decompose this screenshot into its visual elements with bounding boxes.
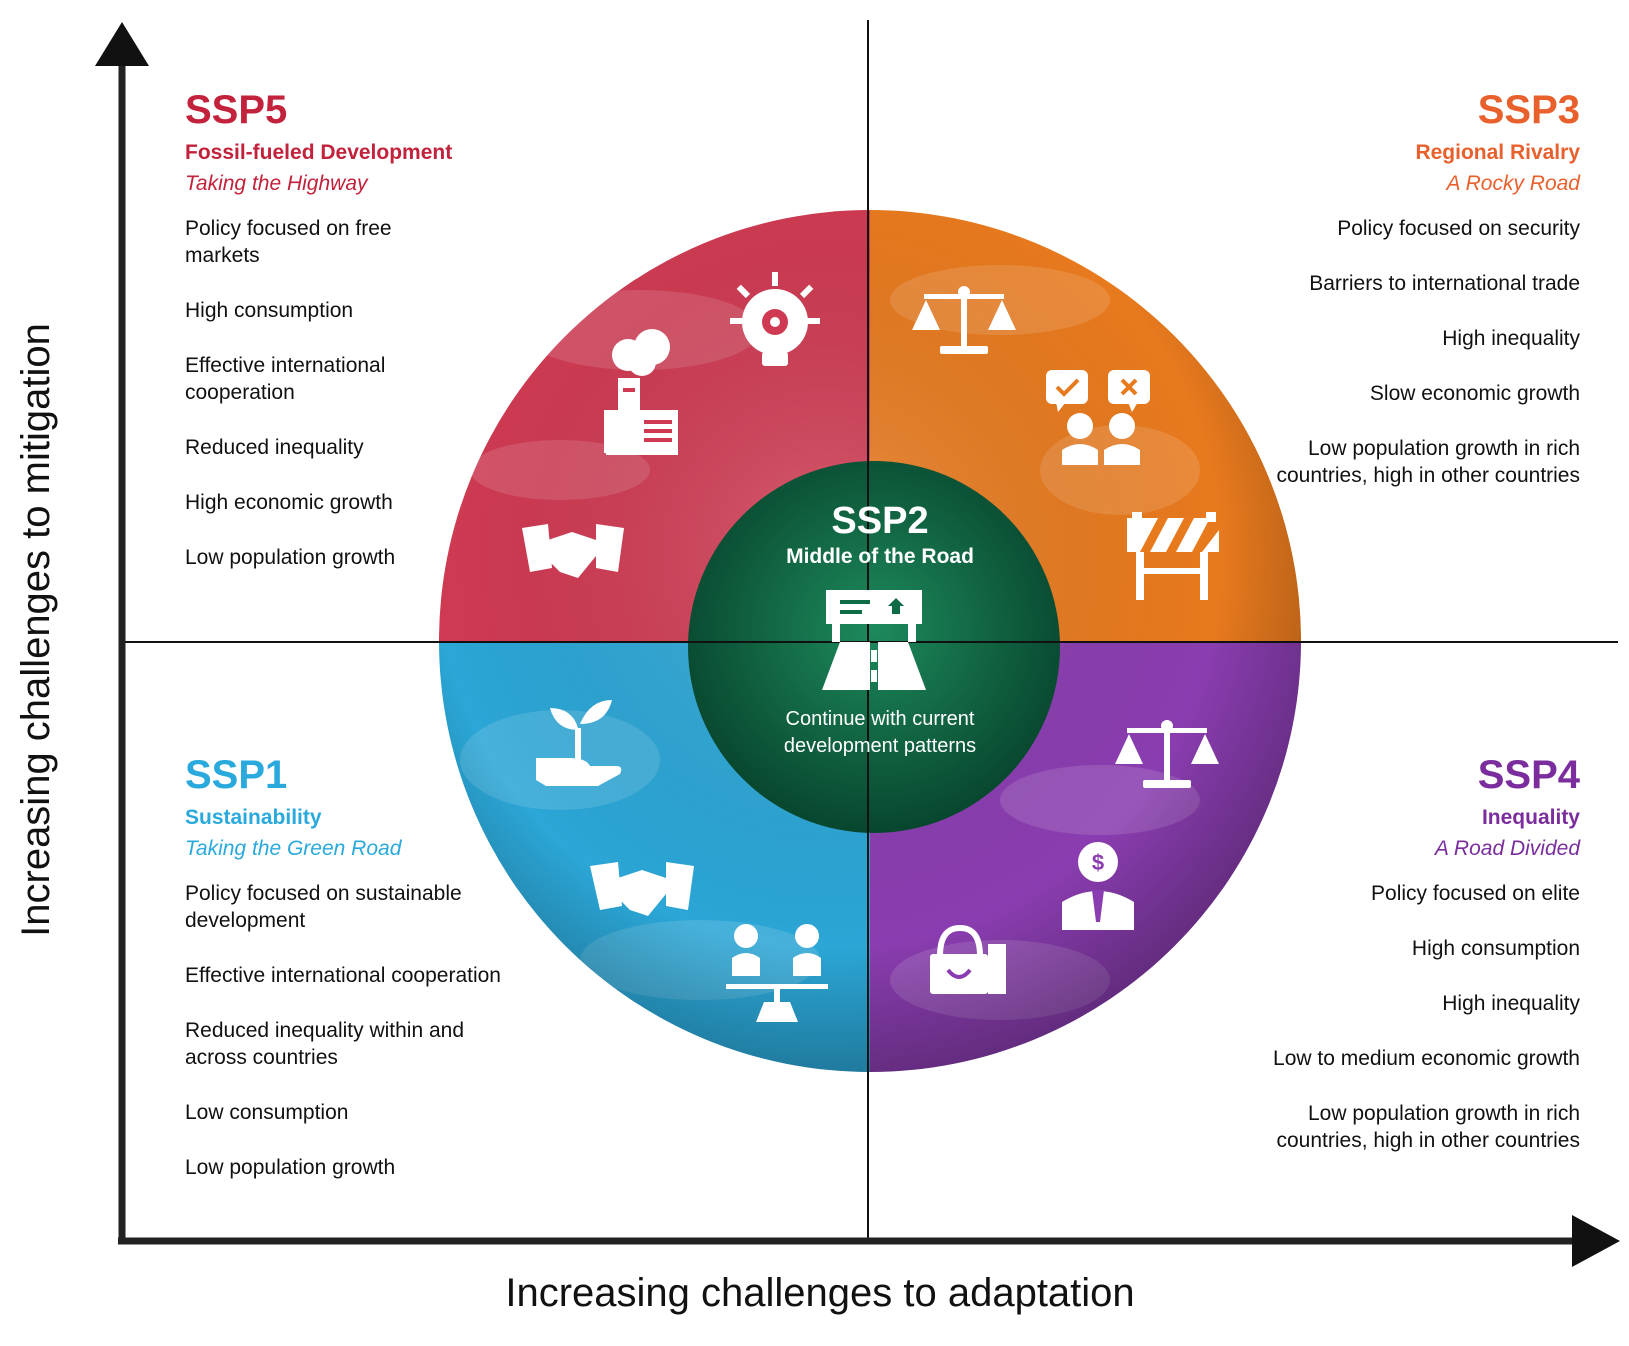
ssp1-trait: Low consumption <box>185 1101 349 1124</box>
people-disagree-icon <box>1046 370 1150 465</box>
handshake-icon <box>590 862 694 916</box>
handshake-icon <box>522 524 624 578</box>
ssp5-panel: SSP5 Fossil-fueled Development Taking th… <box>185 88 705 599</box>
businessman-dollar-icon: $ <box>1062 842 1134 930</box>
shopping-bag-icon <box>930 924 1006 994</box>
ssp3-trait: Low population growth in rich countries,… <box>1276 437 1580 487</box>
ssp1-code: SSP1 <box>185 753 288 797</box>
ssp3-trait: Barriers to international trade <box>1309 272 1580 295</box>
ssp3-tagline: A Rocky Road <box>1446 172 1580 195</box>
ssp5-trait-list: Policy focused on free markets High cons… <box>185 215 705 571</box>
ssp1-trait-list: Policy focused on sustainable developmen… <box>185 880 705 1181</box>
ssp1-trait: Effective international cooperation <box>185 964 501 987</box>
ssp2-description: Continue with current development patter… <box>783 708 977 757</box>
ssp1-trait: Policy focused on sustainable developmen… <box>185 882 462 932</box>
ssp5-trait: High economic growth <box>185 491 393 514</box>
ssp3-trait-list: Policy focused on security Barriers to i… <box>1060 215 1580 489</box>
ssp3-trait: Policy focused on security <box>1337 217 1580 240</box>
scales-icon <box>1115 720 1219 788</box>
ssp1-name: Sustainability <box>185 806 322 829</box>
ssp5-trait: Reduced inequality <box>185 436 364 459</box>
road-sign-icon <box>822 590 926 690</box>
ssp4-trait: Low to medium economic growth <box>1273 1047 1580 1070</box>
ssp4-panel: SSP4 Inequality A Road Divided Policy fo… <box>1060 753 1580 1182</box>
ssp2-circle <box>688 461 1060 833</box>
ssp3-trait: High inequality <box>1442 327 1580 350</box>
ssp5-trait: Effective international cooperation <box>185 354 386 404</box>
ssp5-name: Fossil-fueled Development <box>185 141 453 164</box>
ssp3-name: Regional Rivalry <box>1415 141 1580 164</box>
y-axis-arrowhead <box>95 22 149 66</box>
ssp5-trait: Low population growth <box>185 546 396 569</box>
ssp3-code: SSP3 <box>1477 88 1580 132</box>
scales-icon <box>912 286 1016 354</box>
plant-in-hand-icon <box>536 700 622 786</box>
road-barrier-icon <box>1127 512 1219 600</box>
ssp4-trait: High inequality <box>1442 992 1580 1015</box>
ssp4-trait: Policy focused on elite <box>1371 882 1580 905</box>
ssp5-tagline: Taking the Highway <box>185 172 368 195</box>
ssp1-tagline: Taking the Green Road <box>185 837 402 860</box>
ssp2-name: Middle of the Road <box>786 545 974 568</box>
ssp4-trait: High consumption <box>1411 937 1580 960</box>
ssp4-code: SSP4 <box>1477 753 1580 797</box>
ssp1-trait: Low population growth <box>185 1156 396 1179</box>
ssp4-trait: Low population growth in rich countries,… <box>1276 1102 1580 1152</box>
ssp4-name: Inequality <box>1481 806 1580 829</box>
ssp1-panel: SSP1 Sustainability Taking the Green Roa… <box>185 753 705 1209</box>
x-axis-label: Increasing challenges to adaptation <box>505 1271 1135 1315</box>
ssp2-panel: SSP2 Middle of the Road <box>740 500 1020 570</box>
y-axis-label: Increasing challenges to mitigation <box>14 323 58 937</box>
ssp4-trait-list: Policy focused on elite High consumption… <box>1060 880 1580 1154</box>
ssp5-code: SSP5 <box>185 88 288 132</box>
ssp3-trait: Slow economic growth <box>1369 382 1580 405</box>
x-axis-arrowhead <box>1572 1215 1620 1267</box>
factory-icon <box>604 329 678 455</box>
svg-text:$: $ <box>1092 850 1104 875</box>
ssp3-panel: SSP3 Regional Rivalry A Rocky Road Polic… <box>1060 88 1580 517</box>
ssp5-trait: High consumption <box>185 299 354 322</box>
lightbulb-gear-icon <box>730 272 820 366</box>
ssp4-tagline: A Road Divided <box>1434 837 1580 860</box>
ssp2-code: SSP2 <box>831 500 929 542</box>
ssp5-trait: Policy focused on free markets <box>185 217 392 267</box>
ssp1-trait: Reduced inequality within and across cou… <box>185 1019 465 1069</box>
people-balance-icon <box>726 924 828 1022</box>
